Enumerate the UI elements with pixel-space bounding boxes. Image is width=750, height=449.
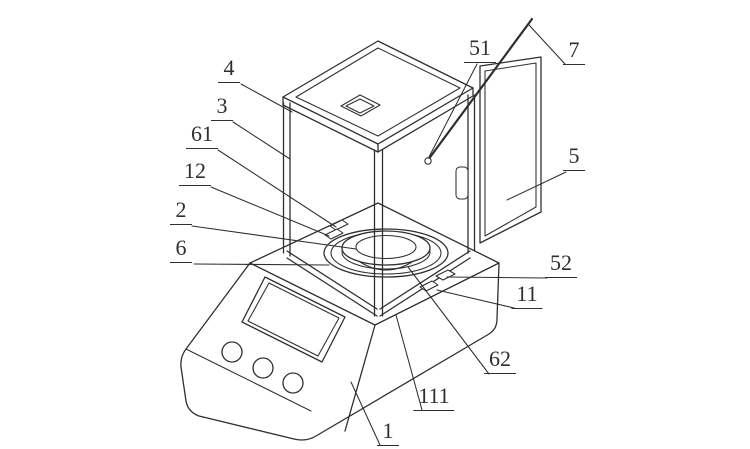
pan-bracket-upper xyxy=(329,219,349,231)
leader-2 xyxy=(191,225,357,250)
corner-post-front xyxy=(373,149,384,317)
leader-52 xyxy=(446,276,548,279)
leader-61 xyxy=(217,149,337,228)
draft-shield-enclosure xyxy=(282,40,476,317)
leader-lines xyxy=(191,24,567,446)
leader-5 xyxy=(506,171,567,201)
leader-6 xyxy=(193,263,330,266)
control-button-3 xyxy=(282,372,304,394)
pan-recess-ring-outer xyxy=(323,228,449,278)
ref-label-12: 12 xyxy=(179,158,211,187)
control-button-2 xyxy=(252,357,274,379)
display-screen-inner xyxy=(247,282,340,357)
ref-label-5: 5 xyxy=(563,143,585,172)
corner-post-left xyxy=(282,102,291,257)
leader-1 xyxy=(350,381,381,446)
base-body xyxy=(180,202,500,441)
ref-label-3: 3 xyxy=(211,93,233,122)
ref-label-4: 4 xyxy=(218,55,240,84)
ref-label-6: 6 xyxy=(170,235,192,264)
leader-12 xyxy=(210,186,330,237)
ref-label-11: 11 xyxy=(511,281,543,310)
lid-handle xyxy=(340,94,381,117)
door-latch xyxy=(455,166,469,200)
side-door xyxy=(479,56,542,244)
ref-label-52: 52 xyxy=(545,250,577,279)
rail-block-52 xyxy=(435,269,456,281)
weighing-pan-assembly xyxy=(323,219,449,278)
rod-tip xyxy=(424,157,432,165)
base-silhouette xyxy=(180,202,500,441)
ref-label-111: 111 xyxy=(413,383,455,412)
leader-3 xyxy=(232,121,291,160)
ref-label-62: 62 xyxy=(484,346,516,375)
corner-post-right xyxy=(467,94,476,254)
ref-label-7: 7 xyxy=(563,37,585,66)
weighing-pan-inner xyxy=(355,234,417,260)
leader-62 xyxy=(407,266,490,375)
dosing-rod xyxy=(424,17,534,165)
leader-51 xyxy=(428,63,478,158)
display-screen xyxy=(241,276,346,363)
weighing-pan xyxy=(341,230,431,266)
leader-111 xyxy=(395,314,423,411)
ref-label-61: 61 xyxy=(186,121,218,150)
ref-label-51: 51 xyxy=(464,35,496,64)
pan-support xyxy=(359,261,413,271)
ref-label-2: 2 xyxy=(170,197,192,226)
leader-11 xyxy=(436,289,515,309)
ref-label-1: 1 xyxy=(377,418,399,447)
pan-bracket-lower xyxy=(324,228,344,240)
control-button-1 xyxy=(221,341,243,363)
leader-4 xyxy=(240,83,293,113)
top-lid xyxy=(282,40,474,153)
leader-7 xyxy=(528,24,566,65)
